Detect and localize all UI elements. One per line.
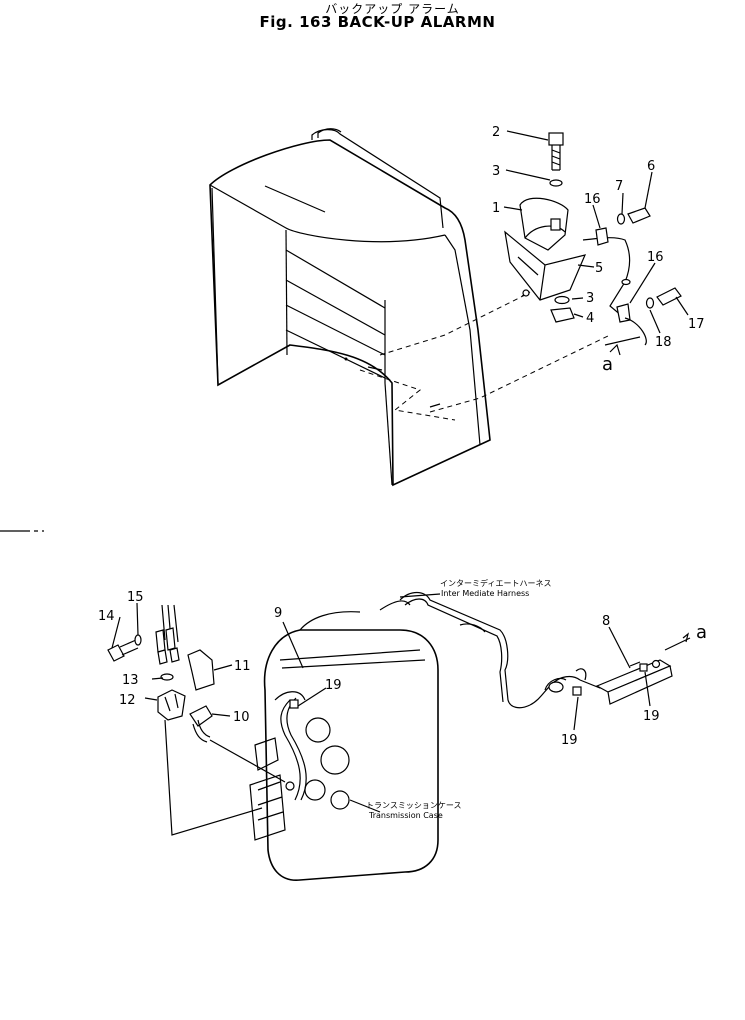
hidden-harness-dashed: [359, 294, 611, 421]
leader-lines-upper: [503, 130, 689, 334]
callout-9: 9: [274, 606, 282, 621]
callout-16-lower: 16: [647, 250, 664, 265]
callout-19-c: 19: [643, 709, 660, 724]
callout-10: 10: [233, 710, 250, 725]
callout-2: 2: [492, 125, 500, 140]
note-transmission-en: Transmission Case: [368, 811, 443, 820]
callout-3-lower: 3: [586, 291, 594, 306]
callout-12: 12: [119, 693, 136, 708]
callout-11: 11: [234, 659, 251, 674]
note-harness-en: Inter Mediate Harness: [441, 589, 529, 598]
callouts-upper: 2 3 1 5 3 4 16 7 6 16 17 18 a: [492, 125, 705, 375]
clamps: [289, 663, 648, 709]
callout-13: 13: [122, 673, 139, 688]
connector-a-lower: a: [696, 622, 707, 643]
callout-18: 18: [655, 335, 672, 350]
connector-a-upper: a: [602, 354, 613, 375]
leader-lines-lower: [111, 593, 651, 813]
callout-14: 14: [98, 609, 115, 624]
callout-5: 5: [595, 261, 603, 276]
callout-16: 16: [584, 192, 601, 207]
note-harness-jp: インターミディエートハーネス: [440, 578, 551, 588]
callout-6: 6: [647, 159, 655, 174]
callout-1: 1: [492, 201, 500, 216]
callout-3: 3: [492, 164, 500, 179]
callout-8: 8: [602, 614, 610, 629]
transmission-case: [249, 591, 531, 881]
note-transmission-jp: トランスミッションケース: [366, 801, 461, 810]
alarm-unit: [504, 132, 682, 356]
callout-4: 4: [586, 311, 594, 326]
callout-15: 15: [127, 590, 144, 605]
switch-assembly: [107, 604, 286, 836]
callout-19-b: 19: [561, 733, 578, 748]
title-japanese: バックアップ アラーム: [325, 2, 460, 16]
callouts-lower: 14 15 13 12 11 10 9 19 8 19 19 a インターミディ…: [98, 578, 707, 820]
callout-7: 7: [615, 179, 623, 194]
callout-19-a: 19: [325, 678, 342, 693]
intermediate-harness: [529, 632, 691, 706]
cab-outline: [209, 128, 491, 487]
callout-17: 17: [688, 317, 705, 332]
title-english: Fig. 163 BACK-UP ALARMN: [259, 13, 496, 31]
